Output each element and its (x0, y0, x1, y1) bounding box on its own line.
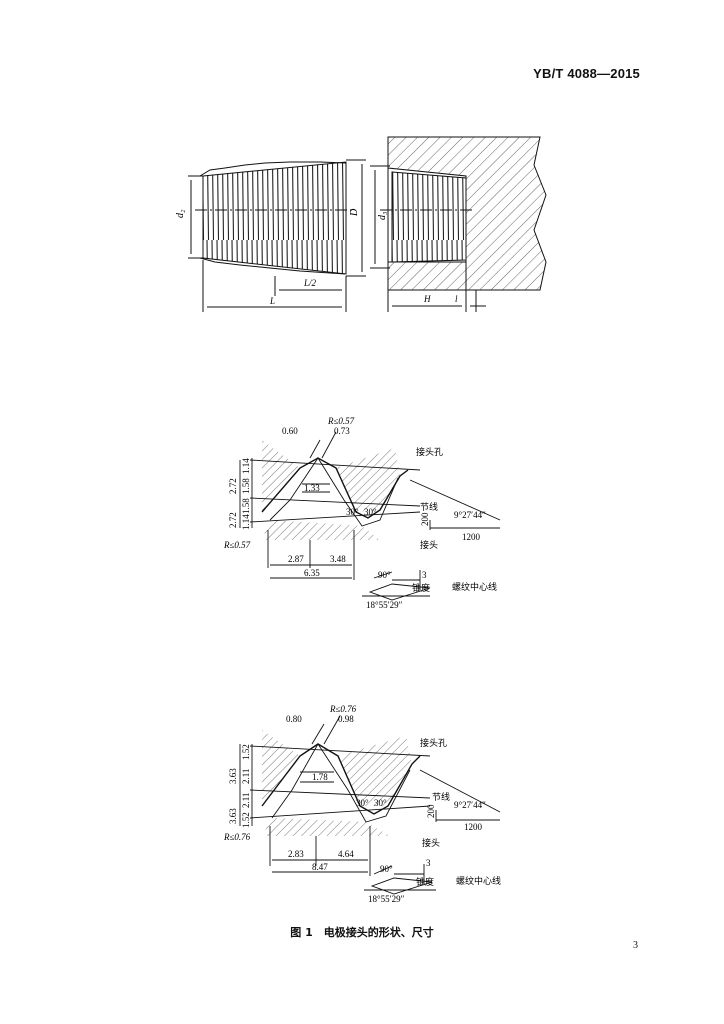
dim2-h1: 1.52 (241, 744, 251, 760)
label2-thread-axis: 螺纹中心线 (456, 875, 501, 886)
dim-angle-1: 30° (346, 507, 359, 517)
thread-profile-1 (239, 431, 501, 601)
dim-d1: 2.87 (288, 554, 304, 564)
label-d3: d₃ (377, 211, 388, 220)
figure-caption: 图 1 电极接头的形状、尺寸 (290, 926, 434, 939)
label2-taper: 锥度 (416, 876, 434, 887)
label-l: l (455, 294, 458, 304)
dim2-d1: 2.83 (288, 849, 304, 859)
dim-h1: 1.14 (241, 458, 251, 474)
dim2-h3: 2.11 (241, 793, 251, 808)
dim2-taper-angle: 9°27′44″ (454, 800, 486, 810)
label-joint: 接头 (420, 539, 438, 550)
dim-h4: 1.14 (241, 514, 251, 530)
dim2-taper-horizontal: 1200 (464, 822, 483, 832)
dim-angle-2: 30° (364, 507, 377, 517)
dim2-total: 8.47 (312, 862, 328, 872)
dim-total: 6.35 (304, 568, 320, 578)
standard-number: YB/T 4088—2015 (533, 66, 640, 81)
dim-left-a: 2.72 (228, 478, 238, 494)
dim2-crest-width: 0.80 (286, 714, 302, 724)
dim2-taper-vertical: 200 (426, 804, 436, 818)
dim-d2: 3.48 (330, 554, 346, 564)
label-L: L (269, 296, 275, 306)
label-H: H (423, 294, 431, 304)
dim2-left-b: 3.63 (228, 808, 238, 824)
dim-left-b: 2.72 (228, 512, 238, 528)
dim-taper-3: 3 (422, 570, 427, 580)
label2-joint: 接头 (422, 837, 440, 848)
dim2-right-angle: 90° (380, 864, 393, 874)
dim-crest-width-2: 0.73 (334, 426, 350, 436)
dim-h3: 1.58 (241, 498, 251, 514)
dim-taper-angle: 9°27′44″ (454, 510, 486, 520)
dim2-angle-2: 30° (374, 798, 387, 808)
dim2-d2: 4.64 (338, 849, 354, 859)
dim-half-angle: 18°55′29″ (366, 600, 403, 610)
dim-taper-vertical: 200 (420, 512, 430, 526)
dim2-left-a: 3.63 (228, 768, 238, 784)
dim-taper-horizontal: 1200 (462, 532, 481, 542)
label2-pitch-line: 节线 (432, 791, 450, 802)
label-socket: 接头孔 (416, 446, 443, 457)
dim2-taper-3: 3 (426, 858, 431, 868)
label2-socket: 接头孔 (420, 737, 447, 748)
dim-pitch-small: 1.33 (304, 483, 320, 493)
label-d2: d₂ (175, 209, 186, 218)
dim2-h2: 2.11 (241, 769, 251, 784)
dim2-angle-1: 30° (356, 798, 369, 808)
dim-h2: 1.58 (241, 478, 251, 494)
socket-drawing (370, 136, 547, 312)
label-L-half: L/2 (303, 278, 317, 288)
dim2-h4: 1.52 (241, 812, 251, 828)
thread-profile-2 (239, 715, 501, 895)
dim2-half-angle: 18°55′29″ (368, 894, 405, 904)
thread-profile-1-labels: 0.60 R≤0.57 0.73 2.72 2.72 1.14 1.58 1.5… (223, 416, 497, 610)
dim2-crest-width-2: 0.98 (338, 714, 354, 724)
page-number: 3 (633, 940, 638, 951)
nipple-drawing (188, 159, 366, 312)
label-taper: 锥度 (412, 582, 430, 593)
dim-right-angle: 90° (378, 570, 391, 580)
label-D: D (349, 208, 360, 217)
thread-profile-2-labels: 0.80 R≤0.76 0.98 3.63 3.63 1.52 2.11 2.1… (223, 704, 501, 904)
dim-root-radius: R≤0.57 (223, 540, 251, 550)
label-pitch-line: 节线 (420, 501, 438, 512)
dim2-pitch-small: 1.78 (312, 772, 328, 782)
dim2-root-radius: R≤0.76 (223, 832, 251, 842)
dim2-crest-radius: R≤0.76 (329, 704, 357, 714)
dim-crest-width: 0.60 (282, 426, 298, 436)
dim-crest-radius: R≤0.57 (327, 416, 355, 426)
label-thread-axis: 螺纹中心线 (452, 581, 497, 592)
